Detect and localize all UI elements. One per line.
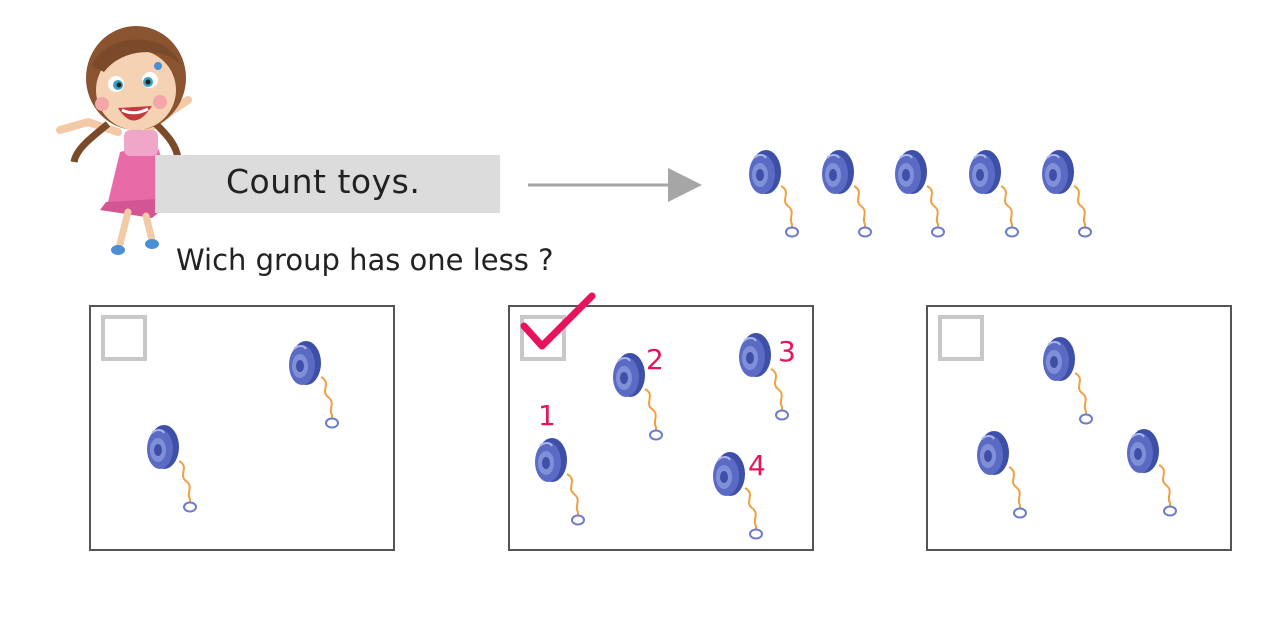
yoyo-icon bbox=[146, 425, 206, 517]
instruction-banner bbox=[155, 155, 500, 213]
yoyo-icon bbox=[894, 150, 954, 242]
option-checkbox-3[interactable] bbox=[938, 315, 984, 361]
arrow-right-icon bbox=[528, 168, 702, 202]
yoyo-icon bbox=[748, 150, 808, 242]
yoyo-icon bbox=[534, 438, 594, 530]
check-mark-icon bbox=[520, 292, 596, 350]
yoyo-icon bbox=[821, 150, 881, 242]
yoyo-icon bbox=[976, 431, 1036, 523]
count-label: 2 bbox=[646, 343, 664, 376]
yoyo-icon bbox=[968, 150, 1028, 242]
question-text: Wich group has one less ? bbox=[176, 243, 554, 277]
option-box-3[interactable] bbox=[926, 305, 1232, 551]
yoyo-icon bbox=[1041, 150, 1101, 242]
girl-illustration bbox=[56, 26, 192, 255]
yoyo-icon bbox=[288, 341, 348, 433]
count-label: 1 bbox=[538, 399, 556, 432]
instruction-text: Count toys. bbox=[226, 162, 421, 201]
yoyo-icon bbox=[1042, 337, 1102, 429]
option-box-2[interactable]: 1 2 3 4 bbox=[508, 305, 814, 551]
option-checkbox-1[interactable] bbox=[101, 315, 147, 361]
count-label: 4 bbox=[748, 449, 766, 482]
option-checkbox-2[interactable] bbox=[520, 315, 566, 361]
count-label: 3 bbox=[778, 335, 796, 368]
yoyo-icon bbox=[1126, 429, 1186, 521]
option-box-1[interactable] bbox=[89, 305, 395, 551]
